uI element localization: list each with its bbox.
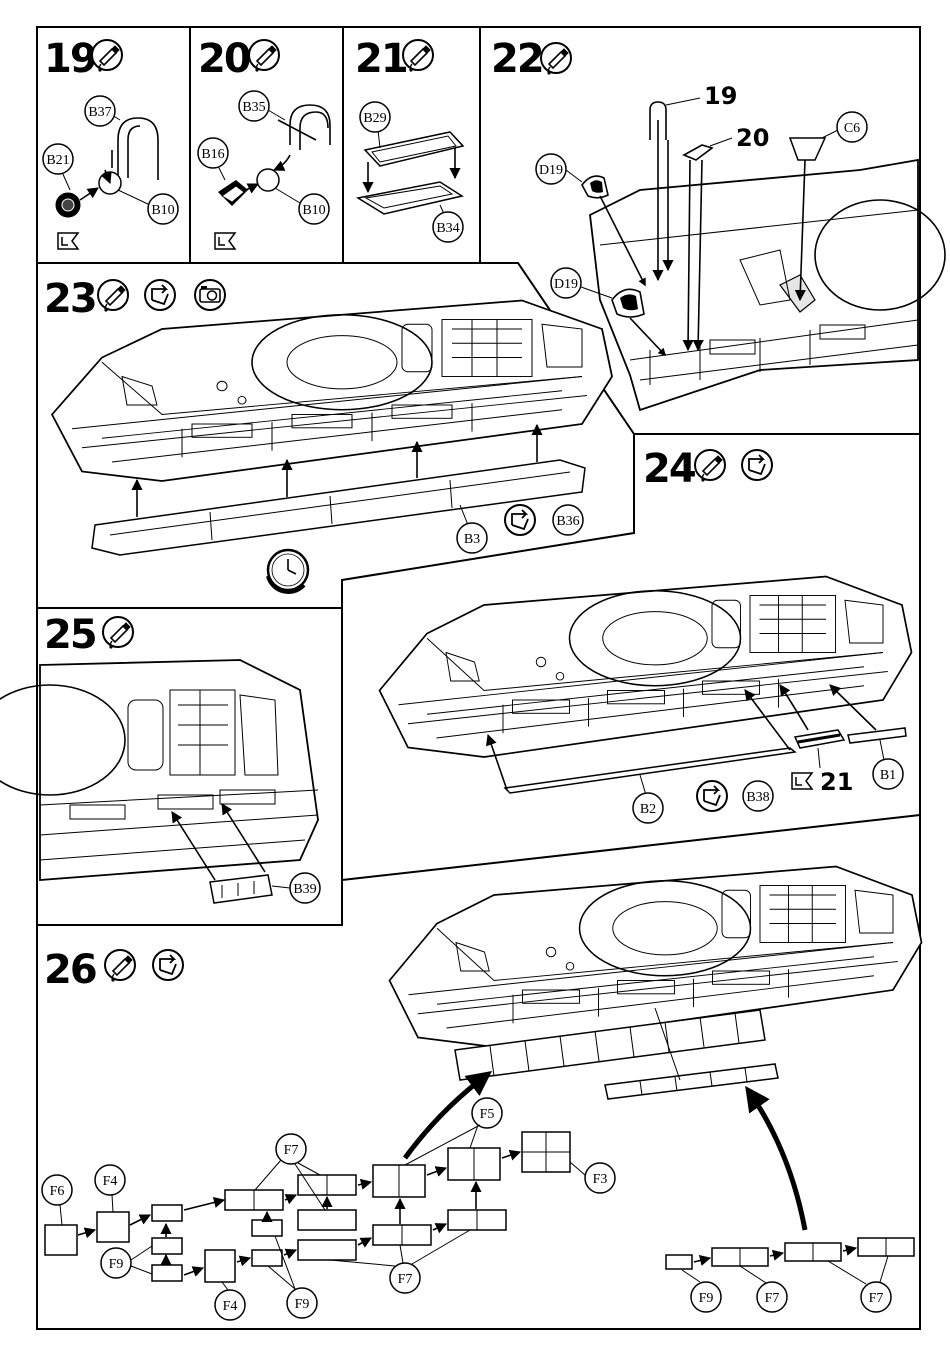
part-label-f7: F7 xyxy=(765,1291,780,1306)
part-label-f4: F4 xyxy=(223,1299,238,1314)
part-label-b1: B1 xyxy=(880,768,896,783)
glue-tube-icon xyxy=(92,40,122,72)
part-label-f7: F7 xyxy=(398,1272,413,1287)
flip-model-icon xyxy=(742,450,772,480)
part-label-f9: F9 xyxy=(295,1297,310,1312)
part-label-f9: F9 xyxy=(109,1257,124,1272)
part-label-b10: B10 xyxy=(302,203,325,218)
step-number: 22 xyxy=(491,36,543,82)
part-label-b39: B39 xyxy=(293,882,316,897)
step-26: 26 xyxy=(42,867,922,1321)
part-label-b37: B37 xyxy=(88,105,111,120)
step-number: 20 xyxy=(198,36,250,82)
part-label-f3: F3 xyxy=(593,1172,608,1187)
glue-tube-icon xyxy=(403,40,433,72)
view-camera-icon xyxy=(195,280,225,310)
flip-model-icon xyxy=(505,505,535,535)
part-label-f6: F6 xyxy=(50,1184,65,1199)
step-19: 19 B37 B21 B10 xyxy=(43,36,178,249)
step-number: 26 xyxy=(44,947,96,993)
step-number: 19 xyxy=(44,36,96,82)
callout-19: 19 xyxy=(704,82,737,110)
drying-clock-icon xyxy=(268,550,308,592)
step-number: 24 xyxy=(643,446,695,492)
corner-marker-icon xyxy=(792,773,812,789)
step-number: 25 xyxy=(44,612,96,658)
corner-marker-icon xyxy=(58,233,78,249)
part-label-b36: B36 xyxy=(556,514,579,529)
part-label-f5: F5 xyxy=(480,1107,495,1122)
part-label-d19: D19 xyxy=(539,163,563,178)
step-number: 23 xyxy=(44,276,96,322)
step-20: 20 B35 B16 B10 xyxy=(198,36,330,249)
part-label-b35: B35 xyxy=(242,100,265,115)
glue-tube-icon xyxy=(695,450,725,482)
part-label-c6: C6 xyxy=(844,121,860,136)
part-label-b16: B16 xyxy=(201,147,224,162)
callout-21: 21 xyxy=(820,768,853,796)
step-23: 23 B3 B36 xyxy=(44,276,612,592)
step-21: 21 B29 B34 xyxy=(355,36,463,242)
glue-tube-icon xyxy=(103,617,133,649)
part-label-f7: F7 xyxy=(284,1143,299,1158)
part-label-b34: B34 xyxy=(436,221,459,236)
glue-tube-icon xyxy=(249,40,279,72)
glue-tube-icon xyxy=(98,280,128,312)
callout-20: 20 xyxy=(736,124,769,152)
part-label-b10: B10 xyxy=(151,203,174,218)
part-label-f7: F7 xyxy=(869,1291,884,1306)
flip-model-icon xyxy=(153,950,183,980)
part-label-b29: B29 xyxy=(363,111,386,126)
part-label-d19: D19 xyxy=(554,277,578,292)
corner-marker-icon xyxy=(215,233,235,249)
glue-tube-icon xyxy=(105,950,135,982)
part-label-f9: F9 xyxy=(699,1291,714,1306)
part-label-b21: B21 xyxy=(46,153,69,168)
part-label-f4: F4 xyxy=(103,1174,118,1189)
part-label-b38: B38 xyxy=(746,790,769,805)
step-25: 25 B39 xyxy=(0,612,320,903)
hull-drawing xyxy=(390,867,922,1048)
flip-model-icon xyxy=(697,781,727,811)
step-number: 21 xyxy=(355,36,407,82)
bin-chain-right xyxy=(666,1238,914,1269)
glue-tube-icon xyxy=(541,43,571,75)
part-label-b3: B3 xyxy=(464,532,480,547)
flip-model-icon xyxy=(145,280,175,310)
part-label-b2: B2 xyxy=(640,802,656,817)
hull-drawing xyxy=(52,301,612,482)
hull-drawing xyxy=(380,577,912,758)
